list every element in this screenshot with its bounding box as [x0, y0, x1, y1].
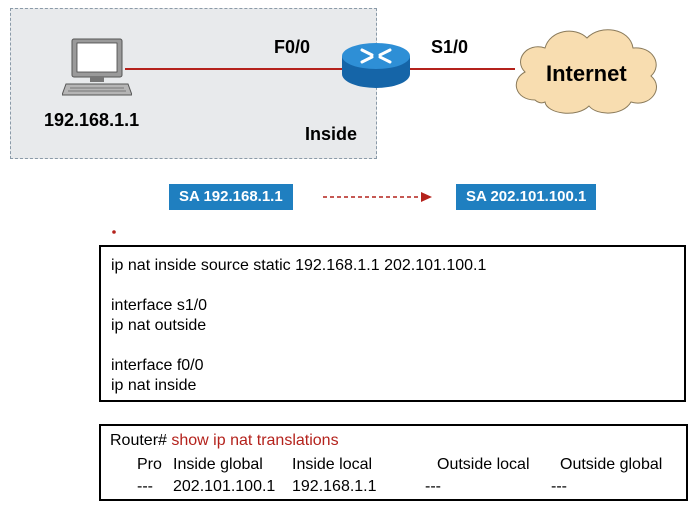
internet-label: Internet [546, 61, 627, 86]
header-inside-global: Inside global [173, 456, 263, 473]
pc-icon [62, 38, 132, 96]
source-address-after: SA 202.101.100.1 [456, 184, 597, 210]
router-prompt: Router# [110, 432, 167, 449]
header-outside-global: Outside global [560, 456, 663, 473]
router-s1-0-label: S1/0 [431, 37, 469, 57]
row-pro: --- [137, 478, 153, 495]
show-command: show ip nat translations [171, 432, 339, 449]
source-address-before: SA 192.168.1.1 [169, 184, 293, 210]
arrow-head [421, 192, 432, 202]
row-outside-global: --- [551, 478, 567, 495]
config-line: ip nat inside source static 192.168.1.1 … [111, 257, 487, 274]
inside-zone-label: Inside [305, 124, 358, 144]
config-line: interface s1/0 [111, 297, 208, 314]
config-line: ip nat outside [111, 317, 207, 334]
row-inside-global: 202.101.100.1 [173, 478, 276, 495]
router-f0-0-label: F0/0 [274, 37, 311, 57]
show-nat-output-box: Router# show ip nat translations Pro Ins… [99, 424, 688, 501]
header-outside-local: Outside local [437, 456, 530, 473]
internet-cloud-icon [515, 29, 657, 114]
router-icon [342, 43, 410, 88]
red-dot [112, 230, 116, 234]
config-line: interface f0/0 [111, 357, 204, 374]
pc-ip-label: 192.168.1.1 [44, 110, 140, 130]
header-inside-local: Inside local [292, 456, 373, 473]
row-inside-local: 192.168.1.1 [292, 478, 377, 495]
command-line: Router# show ip nat translations [110, 431, 339, 451]
row-outside-local: --- [425, 478, 441, 495]
header-pro: Pro [137, 456, 162, 473]
config-line: ip nat inside [111, 377, 197, 394]
nat-config-box: ip nat inside source static 192.168.1.1 … [99, 245, 686, 402]
